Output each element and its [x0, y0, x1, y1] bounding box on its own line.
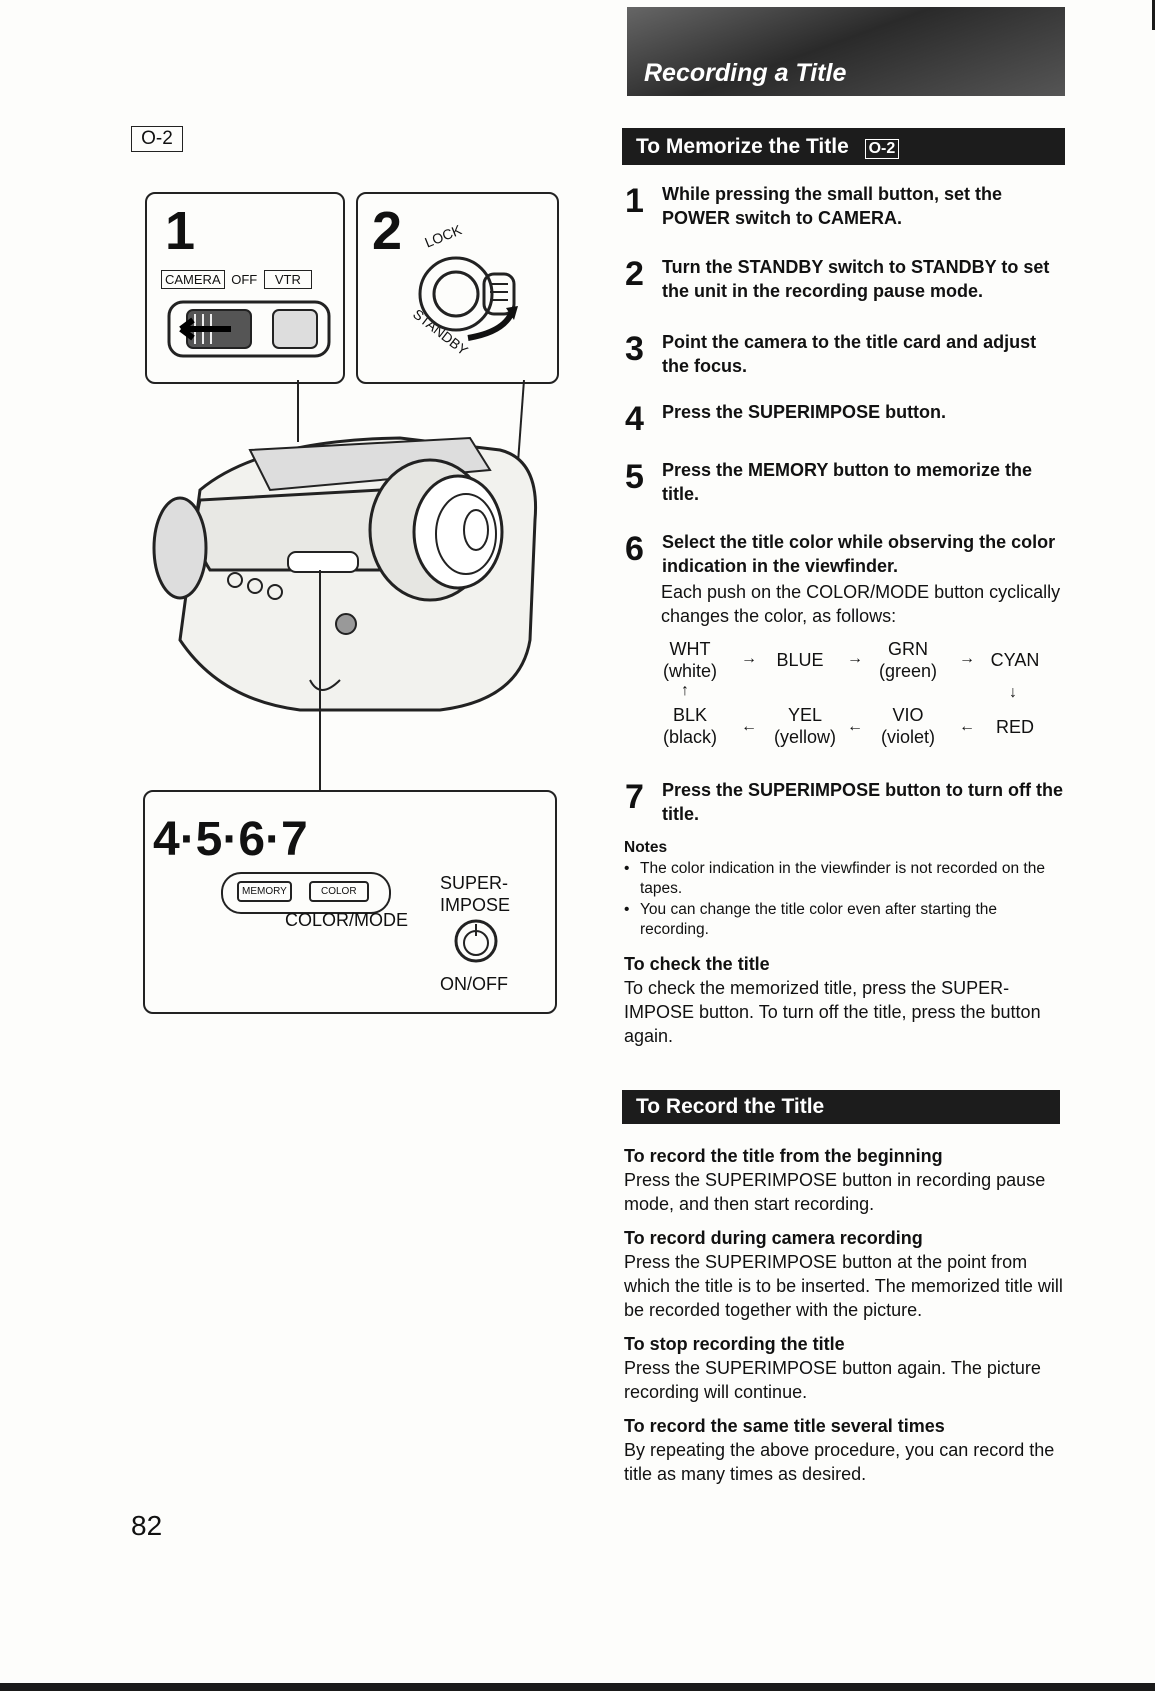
superimpose-button-icon: [454, 919, 498, 963]
standby-dial-icon: [418, 256, 518, 341]
superimpose-label: SUPER- IMPOSE: [440, 873, 511, 915]
note-item: •You can change the title color even aft…: [624, 901, 998, 938]
arrow-right-2: →: [847, 650, 863, 667]
step-5-text: Press the MEMORY button to memorize the …: [662, 460, 1033, 504]
panel-2-number: 2: [372, 201, 403, 261]
step-7-text: Press the SUPERIMPOSE button to turn off…: [662, 780, 1064, 824]
arrow-right-3: →: [959, 650, 975, 667]
memory-button: MEMORY: [237, 881, 292, 902]
step-2: 2 Turn the STANDBY switch to STANDBY to …: [625, 255, 1065, 303]
notes-title: Notes: [624, 839, 668, 856]
step-3: 3 Point the camera to the title card and…: [625, 330, 1065, 378]
arrow-left-3: ←: [959, 718, 975, 735]
page-number: 82: [131, 1510, 163, 1541]
section-memorize-title: To Memorize the Title: [636, 135, 849, 158]
record-item: To stop recording the title Press the SU…: [624, 1334, 1041, 1402]
step-5: 5 Press the MEMORY button to memorize th…: [625, 458, 1065, 506]
step-6-text: Select the title color while observing t…: [662, 532, 1056, 576]
step-4-text: Press the SUPERIMPOSE button.: [662, 402, 947, 422]
color-cycle-diagram: WHT(white) BLUE GRN(green) CYAN → → → ↓ …: [655, 638, 1065, 756]
step-6: 6 Select the title color while observing…: [625, 530, 1065, 578]
color-yel: YEL(yellow): [773, 705, 836, 747]
color-blue: BLUE: [776, 650, 824, 670]
arrow-down: ↓: [1009, 684, 1017, 701]
step-3-text: Point the camera to the title card and a…: [662, 332, 1037, 376]
bottom-rule: [0, 1683, 1155, 1691]
color-vio: VIO(violet): [880, 705, 935, 747]
step-4: 4 Press the SUPERIMPOSE button.: [625, 400, 1065, 436]
power-switch-labels: CAMERA OFF VTR: [161, 270, 337, 289]
panel-3-number: 4·5·6·7: [153, 813, 308, 866]
section-record-title: To Record the Title: [636, 1095, 825, 1118]
onoff-label: ON/OFF: [440, 974, 508, 994]
arrow-left-2: ←: [847, 718, 863, 735]
record-item: To record during camera recording Press …: [624, 1228, 1063, 1320]
record-item: To record the same title several times B…: [624, 1416, 1055, 1484]
step-4-number: 4: [625, 400, 644, 438]
check-body: To check the memorized title, press the …: [624, 978, 1041, 1046]
camera-label: CAMERA: [161, 270, 225, 289]
memory-color-buttons: MEMORY COLOR: [221, 872, 391, 914]
step-3-number: 3: [625, 330, 644, 368]
record-items: To record the title from the beginning P…: [624, 1144, 1064, 1486]
color-grn: GRN(green): [878, 639, 938, 681]
panel-steps-4567: 4·5·6·7 MEMORY COLOR COLOR/MODE SUPER- I…: [143, 790, 557, 1014]
panel-1-number: 1: [165, 201, 196, 261]
section-header: Recording a Title: [627, 7, 1065, 96]
step-2-text: Turn the STANDBY switch to STANDBY to se…: [662, 257, 1050, 301]
check-title: To check the title: [624, 954, 770, 974]
step-5-number: 5: [625, 458, 644, 496]
section-memorize-ref: O-2: [864, 139, 900, 159]
vtr-label: VTR: [263, 270, 312, 289]
step-6-body: Each push on the COLOR/MODE button cycli…: [661, 582, 1061, 626]
panel-step-1: 1 CAMERA OFF VTR: [145, 192, 345, 384]
step-1-number: 1: [625, 182, 644, 220]
arrow-right-1: →: [741, 650, 757, 667]
step-2-number: 2: [625, 255, 644, 293]
panel-step-2: 2 LOCK STANDBY: [356, 192, 559, 384]
color-wht: WHT(white): [662, 639, 717, 681]
section-record-bar: To Record the Title: [622, 1090, 1060, 1124]
color-red: RED: [995, 717, 1034, 737]
notes-list: •The color indication in the viewfinder …: [624, 859, 1064, 940]
note-item: •The color indication in the viewfinder …: [624, 860, 1045, 897]
section-memorize-bar: To Memorize the Title O-2: [622, 128, 1065, 165]
step-6-number: 6: [625, 530, 644, 568]
step-7-number: 7: [625, 778, 644, 816]
color-cyan: CYAN: [990, 650, 1040, 670]
record-item: To record the title from the beginning P…: [624, 1146, 1046, 1214]
edge-mark: [1152, 0, 1155, 30]
step-1: 1 While pressing the small button, set t…: [625, 182, 1065, 230]
power-switch-icon: [167, 300, 331, 358]
arrow-left-1: ←: [741, 718, 757, 735]
step-1-text: While pressing the small button, set the…: [662, 184, 1003, 228]
arrow-up: ↑: [681, 682, 689, 699]
off-label: OFF: [231, 272, 258, 287]
color-mode-label: COLOR/MODE: [285, 910, 409, 930]
figure-label: O-2: [131, 126, 183, 152]
color-button: COLOR: [309, 881, 369, 902]
camcorder-illustration: [152, 380, 538, 790]
step-7: 7 Press the SUPERIMPOSE button to turn o…: [625, 778, 1065, 826]
header-title: Recording a Title: [644, 59, 847, 87]
color-blk: BLK(black): [662, 705, 717, 747]
